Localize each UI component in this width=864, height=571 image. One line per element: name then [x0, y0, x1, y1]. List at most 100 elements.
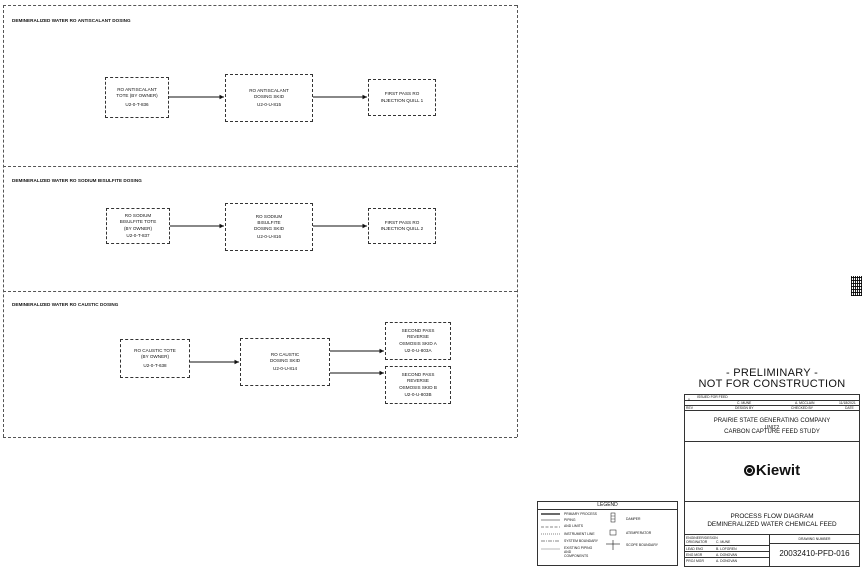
section-frame-right — [517, 5, 518, 437]
bisulfite-skid-line-2: BISULFITE — [257, 219, 281, 225]
kiewit-globe-icon — [743, 465, 755, 476]
ro-skid-a-tag: U2-0-U-803A — [404, 347, 432, 353]
rev-number: 0 — [688, 398, 690, 402]
rev-header-rev: REV — [686, 406, 693, 410]
bisulfite-dosing-skid: RO SODIUM BISULFITE DOSING SKID U2-0-U-8… — [225, 203, 313, 251]
person-name-4: A. DONOVAN — [716, 559, 738, 563]
kiewit-logo: Kiewit — [684, 462, 860, 479]
ro-skid-a-line-3: OSMOSIS SKID A — [399, 340, 437, 346]
ro-skid-a-line-1: SECOND PASS — [401, 328, 435, 334]
section-divider-2 — [3, 291, 517, 292]
divider-logo — [684, 501, 860, 502]
quill-1-line-1: FIRST PASS RO — [384, 91, 420, 97]
antiscalant-dosing-skid: RO ANTISCALANT DOSING SKID U2-0-U-815 — [225, 74, 313, 122]
person-role-1: ENGINEER/DESIGN ORIGINATOR — [686, 536, 718, 544]
bisulfite-tote: RO SODIUM BISULFITE TOTE (BY OWNER) U2-0… — [106, 208, 170, 244]
people-row-line-3 — [684, 557, 769, 558]
drawing-number-row-line — [769, 543, 860, 544]
ro-skid-b-line-1: SECOND PASS — [401, 372, 435, 378]
legend-piping: PIPING — [564, 518, 576, 522]
people-row-line-1 — [684, 545, 769, 546]
person-role-4: PROJ MGR — [686, 559, 704, 563]
divider-drawing-title — [684, 534, 860, 535]
ro-skid-a-line-2: REVERSE — [407, 334, 429, 340]
section-title-bisulfite: DEMINERALIZED WATER RO SODIUM BISULFITE … — [12, 178, 142, 183]
rev-divider-row — [684, 400, 860, 401]
antiscalant-tote-tag: U2-0-T-836 — [125, 101, 149, 107]
legend-atemperator: ATEMPERATOR — [626, 531, 652, 535]
person-role-3: ENG MGR — [686, 553, 703, 557]
bisulfite-skid-tag: U2-0-U-816 — [257, 234, 281, 240]
bisulfite-tote-line-3: (BY OWNER) — [124, 225, 152, 231]
person-name-1: C. MUNE — [716, 540, 731, 544]
injection-quill-1: FIRST PASS RO INJECTION QUILL 1 — [368, 79, 436, 116]
caustic-skid-line-2: DOSING SKID — [269, 357, 301, 363]
legend-existing-piping: EXISTING PIPING AND COMPONENTS — [564, 546, 593, 558]
legend-scope-boundary: SCOPE BOUNDARY — [626, 543, 658, 547]
antiscalant-tote-line-2: TOTE (BY OWNER) — [116, 93, 158, 99]
drawing-number: 20032410-PFD-016 — [779, 549, 850, 558]
diagram-subject: DEMINERALIZED WATER CHEMICAL FEED — [707, 521, 837, 528]
section-divider-bottom — [3, 437, 517, 438]
section-frame-left — [3, 5, 4, 437]
bisulfite-tote-tag: U2-0-T-837 — [126, 232, 150, 238]
rev-designer: C. MUNE — [737, 401, 752, 405]
legend-and-limits: AND LIMITS — [564, 524, 584, 528]
quill-2-line-1: FIRST PASS RO — [384, 219, 420, 225]
diagram-type: PROCESS FLOW DIAGRAM — [730, 513, 814, 520]
antiscalant-skid-line-1: RO ANTISCALANT — [249, 87, 289, 93]
caustic-tote-line-1: RO CAUSTIC TOTE — [134, 348, 176, 354]
quill-1-line-2: INJECTION QUILL 1 — [380, 97, 424, 103]
injection-quill-2: FIRST PASS RO INJECTION QUILL 2 — [368, 208, 436, 244]
legend-primary-process: PRIMARY PROCESS — [564, 512, 597, 516]
rev-description: ISSUED FOR FEED — [697, 395, 728, 399]
antiscalant-skid-line-2: DOSING SKID — [253, 93, 285, 99]
caustic-skid-line-1: RO CAUSTIC — [270, 351, 300, 357]
ro-skid-b-line-3: OSMOSIS SKID B — [399, 384, 437, 390]
ro-skid-b: SECOND PASS REVERSE OSMOSIS SKID B U2-0-… — [385, 366, 451, 404]
client-name: PRAIRIE STATE GENERATING COMPANY — [713, 418, 831, 424]
legend-title-divider — [537, 509, 678, 510]
bisulfite-skid-line-1: RO SODIUM — [255, 213, 283, 219]
legend-instrument-line: INSTRUMENT LINE — [564, 532, 595, 536]
rev-header-date: DATE — [845, 406, 854, 410]
ro-skid-b-tag: U2-0-U-803B — [404, 391, 432, 397]
kiewit-logo-text: Kiewit — [755, 462, 801, 479]
rev-header-design: DESIGN BY — [735, 406, 754, 410]
caustic-tote-tag: U2-0-T-638 — [143, 362, 167, 368]
antiscalant-tote-line-1: RO ANTISCALANT — [117, 87, 157, 93]
person-name-3: A. DONOVAN — [716, 553, 738, 557]
caustic-tote-line-2: (BY OWNER) — [141, 354, 169, 360]
divider-client — [684, 441, 860, 442]
ro-skid-a: SECOND PASS REVERSE OSMOSIS SKID A U2-0-… — [385, 322, 451, 360]
rev-divider-row-2 — [684, 405, 860, 406]
section-title-antiscalant: DEMINERALIZED WATER RO ANTISCALANT DOSIN… — [12, 18, 131, 23]
rev-checker: A. MCCLAIN — [795, 401, 815, 405]
legend-box — [537, 501, 678, 566]
rev-date: 11/18/2021 — [839, 401, 856, 405]
preliminary-text: - PRELIMINARY - — [725, 367, 819, 379]
quill-2-line-2: INJECTION QUILL 2 — [380, 226, 424, 231]
bisulfite-skid-line-3: DOSING SKID — [253, 226, 285, 231]
section-divider-1 — [3, 166, 517, 167]
legend-damper: DAMPER — [626, 517, 641, 521]
caustic-tote: RO CAUSTIC TOTE (BY OWNER) U2-0-T-638 — [120, 339, 190, 378]
unit-name: UNIT2 — [764, 425, 780, 431]
study-name: CARBON CAPTURE FEED STUDY — [724, 429, 820, 435]
legend-system-boundary: SYSTEM BOUNDARY — [564, 539, 599, 543]
revision-table — [684, 394, 860, 411]
people-row-line-2 — [684, 551, 769, 552]
ro-skid-b-line-2: REVERSE — [407, 378, 429, 384]
drawing-number-label: DRAWING NUMBER — [798, 537, 831, 541]
people-divider-vertical — [769, 534, 770, 567]
qr-code-icon — [851, 276, 862, 296]
bisulfite-tote-line-1: RO SODIUM — [124, 213, 152, 219]
caustic-dosing-skid: RO CAUSTIC DOSING SKID U2-0-U-814 — [240, 338, 330, 386]
section-divider-top — [3, 5, 517, 6]
antiscalant-skid-tag: U2-0-U-815 — [257, 102, 281, 108]
antiscalant-tote: RO ANTISCALANT TOTE (BY OWNER) U2-0-T-83… — [105, 77, 169, 118]
person-role-2: LEAD ENG — [686, 547, 704, 551]
section-title-caustic: DEMINERALIZED WATER RO CAUSTIC DOSING — [12, 302, 119, 307]
person-name-2: B. LOFGREN — [716, 547, 737, 551]
